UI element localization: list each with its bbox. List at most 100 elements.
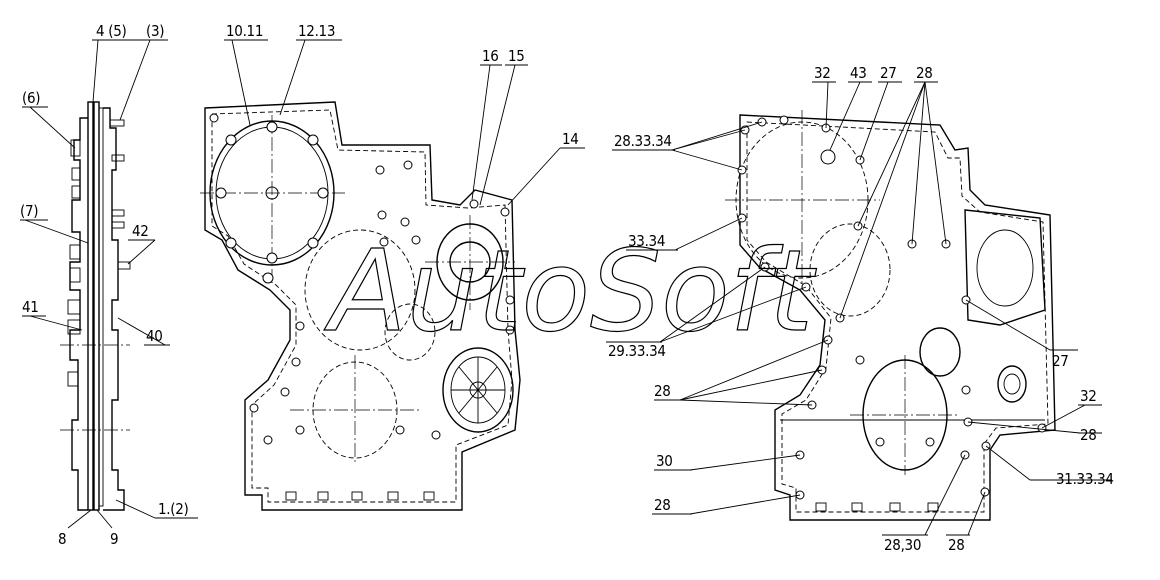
bolt-hole: [925, 437, 935, 447]
front-view: 10.11 12.13 16 15 14: [200, 22, 585, 511]
side-view: 4 (5) (3) (6) (7) 42 41 40 8 9 1.(2): [20, 22, 198, 548]
label-10-11: 10.11: [226, 22, 263, 40]
leader: [471, 64, 491, 201]
stud: [111, 154, 125, 162]
bolt-hole: [500, 207, 510, 217]
label-32-top: 32: [814, 64, 831, 82]
leader: [965, 299, 1051, 351]
bolt-head: [67, 371, 79, 387]
label-40: 40: [146, 327, 163, 345]
label-8: 8: [58, 530, 66, 548]
leader: [29, 106, 76, 149]
housing-outline: [739, 114, 1056, 521]
bolt-hole: [295, 425, 305, 435]
slot: [285, 491, 297, 501]
leader: [829, 81, 861, 151]
leader: [985, 445, 1031, 481]
bolt-hole: [280, 387, 290, 397]
label-15: 15: [508, 47, 525, 65]
label-16: 16: [482, 47, 499, 65]
label-14: 14: [562, 130, 579, 148]
leader: [671, 149, 743, 171]
leader: [689, 454, 801, 471]
slot: [387, 491, 399, 501]
label-28-bottom: 28: [948, 536, 965, 554]
bolt-hole: [779, 115, 789, 125]
label-4-5: 4 (5): [96, 22, 127, 40]
label-3: (3): [146, 22, 164, 40]
bolt-hole: [411, 235, 421, 245]
label-9: 9: [110, 530, 118, 548]
leader: [679, 399, 813, 406]
label-28-right: 28: [1080, 426, 1097, 444]
bolt-head: [69, 244, 81, 260]
bolt-hole: [225, 237, 237, 249]
plate-8: [87, 101, 94, 511]
slot: [927, 502, 939, 512]
bore-small: [997, 365, 1027, 403]
bolt-head: [71, 167, 81, 181]
bolt-hole: [875, 437, 885, 447]
bolt-hole: [262, 272, 274, 284]
leader: [967, 421, 1081, 434]
gear-circle-dash: [304, 229, 416, 351]
cover-profile-right: [103, 107, 125, 511]
plate-edge: [98, 107, 104, 507]
leader: [117, 317, 166, 346]
label-28-top: 28: [916, 64, 933, 82]
rear-view: 32 43 27 28 28.33.34 33.34 29.33.34 28 2…: [606, 64, 1114, 554]
slot: [851, 502, 863, 512]
bolt-head: [71, 185, 81, 199]
leader: [24, 219, 89, 244]
label-27-top: 27: [880, 64, 897, 82]
slot: [317, 491, 329, 501]
label-28-30: 28,30: [884, 536, 921, 554]
leader: [479, 64, 516, 206]
bolt-hole: [307, 134, 319, 146]
impeller-blade: [458, 366, 498, 414]
bolt-hole: [379, 237, 389, 247]
leader: [924, 454, 966, 536]
housing-outline: [204, 101, 521, 511]
stud-42: [117, 261, 131, 270]
stud: [111, 221, 125, 229]
bore-small-inner: [1003, 373, 1021, 395]
bolt-hole: [307, 237, 319, 249]
leader: [127, 239, 156, 265]
bolt-hole: [209, 113, 219, 123]
bolt-hole: [249, 403, 259, 413]
label-28-bottom-left: 28: [654, 496, 671, 514]
label-32-right: 32: [1080, 387, 1097, 405]
slot: [889, 502, 901, 512]
label-6: (6): [22, 89, 40, 107]
bolt-hole: [266, 252, 278, 264]
housing-inner-dash: [746, 121, 1049, 513]
bolt-hole: [400, 217, 410, 227]
leader: [1041, 404, 1086, 429]
bolt-head: [70, 139, 81, 157]
leader: [924, 81, 947, 245]
gear-circle-dash: [384, 303, 436, 361]
leader: [659, 266, 766, 343]
bolt-hole: [215, 187, 227, 199]
label-7: (7): [20, 202, 38, 220]
pump-housing: [442, 347, 514, 433]
leader: [857, 81, 926, 227]
leader: [507, 147, 561, 206]
flange-bore: [976, 229, 1034, 307]
leader: [911, 81, 926, 245]
leader: [231, 39, 251, 126]
bolt-hole: [855, 355, 865, 365]
bolt-hole: [469, 199, 479, 209]
hole-43: [820, 149, 836, 165]
leader: [96, 509, 113, 529]
leader: [967, 491, 986, 536]
leader: [671, 121, 763, 151]
leader: [859, 81, 889, 161]
bolt-hole: [266, 121, 278, 133]
leader: [659, 286, 807, 343]
leader: [839, 81, 926, 319]
stud: [109, 119, 125, 127]
slot: [423, 491, 435, 501]
